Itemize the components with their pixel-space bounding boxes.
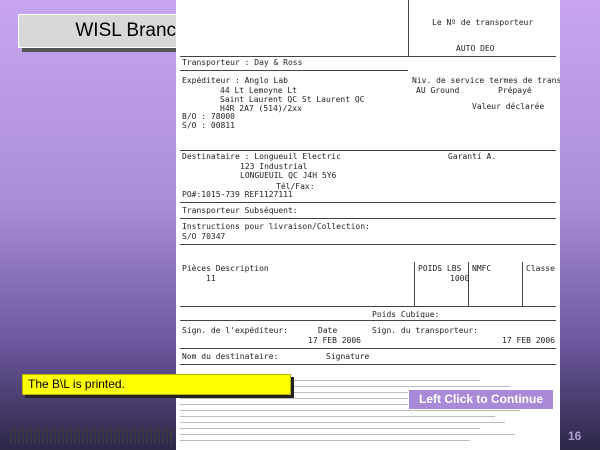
doc-poids-header: POIDS LBS: [418, 264, 462, 273]
doc-pieces-value: 11: [206, 274, 216, 283]
doc-service-value1: AU Ground: [416, 86, 460, 95]
doc-nmfc-header: NMFC: [472, 264, 492, 273]
doc-sign-transp: Sign. du transporteur:: [372, 326, 478, 335]
doc-signature: Signature: [326, 352, 370, 361]
doc-pieces-header: Pièces Description: [182, 264, 269, 273]
doc-exp-addr2: Saint Laurent QC St Laurent QC: [220, 95, 365, 104]
doc-classe-header: Classe: [526, 264, 555, 273]
doc-transp-sub: Transporteur Subséquent:: [182, 206, 298, 215]
continue-button[interactable]: Left Click to Continue: [408, 389, 554, 410]
doc-sign-dest: Nom du destinataire:: [182, 352, 279, 361]
doc-bo: B/O : 78000: [182, 112, 235, 121]
page-number: 16: [568, 429, 582, 443]
doc-so: S/O : 00811: [182, 121, 235, 130]
bill-of-lading-document: Le Nº de transporteur AUTO DEO Transport…: [176, 0, 560, 450]
doc-header-right-2: AUTO DEO: [456, 44, 495, 53]
doc-service-value2: Prépayé: [498, 86, 532, 95]
doc-sign-exp: Sign. de l'expéditeur:: [182, 326, 288, 335]
doc-expediteur: Expéditeur : Anglo Lab: [182, 76, 288, 85]
doc-dest-addr2: LONGUEUIL QC J4H 5Y6: [240, 171, 337, 180]
doc-po: PO#:1015-739 REF1127111: [182, 190, 293, 199]
doc-valeur: Valeur déclarée: [472, 102, 545, 111]
doc-date-value: 17 FEB 2006: [308, 336, 361, 345]
doc-dest-addr1: 123 Industrial: [240, 162, 308, 171]
doc-date2-value: 17 FEB 2006: [502, 336, 555, 345]
doc-poids-cubique: Poids Cubique:: [372, 310, 440, 319]
doc-service-label: Niv. de service termes de transp.: [412, 76, 560, 85]
doc-header-right: Le Nº de transporteur: [432, 18, 534, 27]
doc-exp-addr3: H4R 2A7 (514)/2xx: [220, 104, 302, 113]
doc-instructions: Instructions pour livraison/Collection:: [182, 222, 370, 231]
doc-destinataire: Destinataire : Longueuil Electric: [182, 152, 341, 161]
doc-instructions-value: S/O 70347: [182, 232, 226, 241]
step-caption: The B\L is printed.: [22, 374, 291, 395]
doc-exp-addr1: 44 Lt Lemoyne Lt: [220, 86, 298, 95]
barcode-decoration: [10, 428, 172, 444]
doc-dest-right: Garantí A.: [448, 152, 497, 161]
doc-date-label: Date: [318, 326, 338, 335]
doc-poids-value: 1000: [450, 274, 470, 283]
doc-telefax: Tél/Fax:: [276, 182, 315, 191]
doc-transporteur: Transporteur : Day & Ross: [182, 58, 303, 67]
